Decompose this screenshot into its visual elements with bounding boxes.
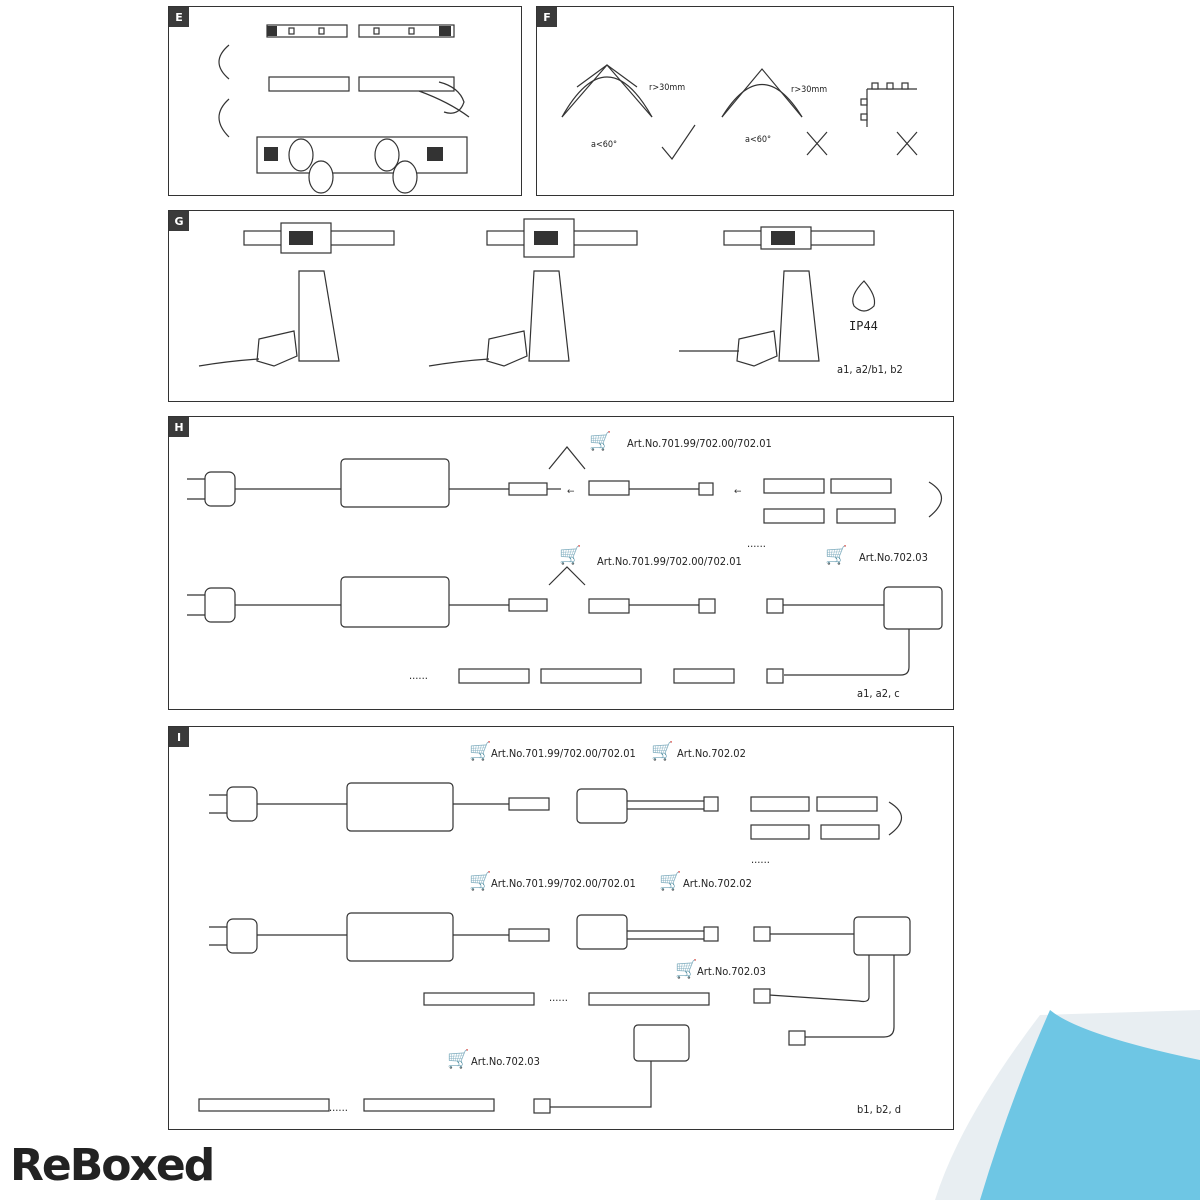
led-strip-icon-3 — [198, 1098, 495, 1112]
ellipsis-i2: ...... — [549, 991, 568, 1004]
cart-icon-3[interactable]: 🛒 — [469, 871, 492, 892]
power-adapter-icon-2 — [346, 912, 454, 962]
cart-icon-2[interactable]: 🛒 — [559, 545, 582, 566]
cart-icon-4[interactable]: 🛒 — [659, 871, 682, 892]
svg-text:←: ← — [567, 487, 575, 497]
art-no-h3: Art.No.702.03 — [859, 551, 928, 564]
strip-joint-3 — [723, 226, 875, 250]
svg-text:←: ← — [734, 487, 742, 497]
ellipsis-i3: ...... — [329, 1101, 348, 1114]
panel-g: G — [168, 210, 954, 402]
panel-i-variants: b1, b2, d — [857, 1103, 902, 1116]
panel-f-illustration — [561, 64, 918, 160]
cart-icon[interactable]: 🛒 — [589, 431, 612, 452]
art-no-i2: Art.No.702.02 — [677, 747, 746, 760]
splitter-icon — [883, 586, 943, 630]
radius-text: r>30mm — [649, 83, 686, 93]
plug-icon — [226, 786, 258, 822]
panel-g-variants: a1, a2/b1, b2 — [837, 363, 903, 376]
panel-h-variants: a1, a2, c — [857, 687, 900, 700]
hand-icon — [438, 81, 465, 114]
panel-i-label: I — [169, 727, 189, 747]
water-drop-icon — [852, 280, 876, 312]
strip-joint-1 — [243, 222, 395, 254]
power-adapter-icon — [346, 782, 454, 832]
art-no-i4: Art.No.702.02 — [683, 877, 752, 890]
splitter-icon-2 — [633, 1024, 690, 1062]
controller-icon — [576, 788, 628, 824]
ellipsis-h1: ...... — [747, 537, 766, 550]
panel-f-label: F — [537, 7, 557, 27]
ellipsis-i1: ...... — [751, 853, 770, 866]
art-no-i6: Art.No.702.03 — [471, 1055, 540, 1068]
art-no-i1: Art.No.701.99/702.00/702.01 — [491, 747, 636, 760]
panel-g-label: G — [169, 211, 189, 231]
brand-logo: ReBoxed — [10, 1140, 215, 1191]
art-no-h1: Art.No.701.99/702.00/702.01 — [627, 437, 772, 450]
panel-e: E — [168, 6, 522, 196]
heat-gun-icon — [198, 270, 340, 367]
check-icon — [661, 124, 696, 160]
art-no-i5: Art.No.702.03 — [697, 965, 766, 978]
panel-e-illustration — [218, 24, 470, 194]
panel-h-illustration: ← ← — [187, 446, 943, 684]
panel-e-label: E — [169, 7, 189, 27]
panel-i: I — [168, 726, 954, 1130]
plug-icon-2 — [226, 918, 258, 954]
panel-i-illustration — [198, 782, 911, 1114]
cart-icon[interactable]: 🛒 — [469, 741, 492, 762]
power-adapter-icon-2 — [340, 576, 450, 628]
art-no-i3: Art.No.701.99/702.00/702.01 — [491, 877, 636, 890]
curved-arrow-icon — [928, 481, 943, 518]
heat-gun-icon-2 — [428, 270, 570, 367]
led-strip-icon-2 — [458, 668, 735, 684]
controller-icon-2 — [576, 914, 628, 950]
cart-icon-6[interactable]: 🛒 — [447, 1049, 470, 1070]
panel-f: F r>30mm a<60° r>30mm a<60° — [536, 6, 954, 196]
panel-h-label: H — [169, 417, 189, 437]
panel-h: H ← ← — [168, 416, 954, 710]
heat-gun-icon-3 — [679, 270, 820, 367]
plug-icon-2 — [187, 587, 236, 623]
finger-icon — [288, 138, 314, 172]
art-no-h2: Art.No.701.99/702.00/702.01 — [597, 555, 742, 568]
curved-arrow-icon — [888, 801, 903, 836]
radius-text-2: r>30mm — [791, 85, 828, 95]
plug-icon — [187, 471, 236, 507]
cross-icon — [806, 131, 828, 156]
curve-icon — [218, 44, 230, 80]
led-strip-icon-2 — [423, 992, 710, 1006]
angle-text-2: a<60° — [745, 135, 772, 145]
ellipsis-h2: ...... — [409, 669, 428, 682]
ip-rating: IP44 — [849, 319, 878, 333]
led-strip-icon — [763, 478, 896, 524]
cart-icon-3[interactable]: 🛒 — [825, 545, 848, 566]
panel-g-illustration — [198, 218, 876, 367]
corner-shape — [980, 1010, 1200, 1200]
strip-joint-2 — [486, 218, 638, 258]
power-adapter-icon — [340, 458, 450, 508]
splitter-icon — [853, 916, 911, 956]
angle-text: a<60° — [591, 140, 618, 150]
led-strip-icon — [266, 24, 455, 38]
curve-icon-2 — [218, 98, 230, 138]
cart-icon-5[interactable]: 🛒 — [675, 959, 698, 980]
led-strip-icon — [750, 796, 880, 840]
cross-icon-2 — [896, 131, 918, 156]
cart-icon-2[interactable]: 🛒 — [651, 741, 674, 762]
